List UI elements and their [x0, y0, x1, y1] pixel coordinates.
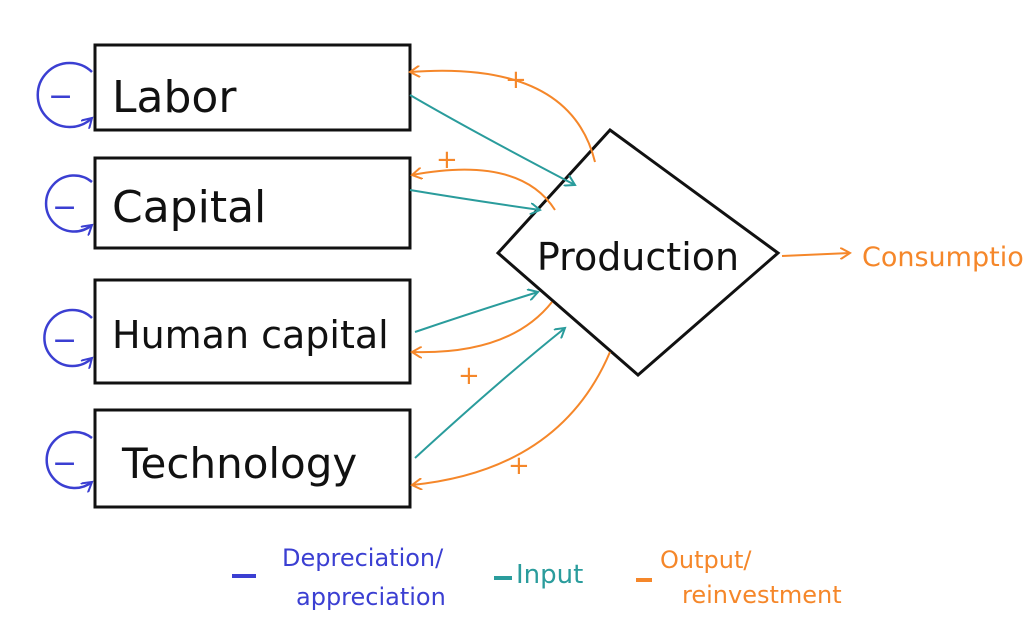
depreciation-loop-capital [44, 174, 92, 232]
consumption-arrow [781, 253, 850, 256]
depreciation-loop-human-capital [43, 308, 92, 366]
label-production: Production [537, 235, 739, 279]
label-technology: Technology [121, 439, 357, 488]
input-arrow-technology [414, 328, 565, 459]
plus-sign-labor: + [505, 65, 527, 95]
minus-sign-human-capital: − [52, 323, 77, 358]
depreciation-loop-labor [36, 61, 92, 127]
minus-sign-labor: − [48, 79, 73, 114]
legend-input: Input [516, 560, 583, 590]
reinvestment-arrow-capital [412, 170, 556, 211]
label-human-capital: Human capital [112, 313, 389, 357]
depreciation-loops [36, 61, 92, 488]
plus-sign-human-capital: + [458, 361, 480, 391]
legend-depreciation-line1: Depreciation/ [282, 544, 444, 572]
legend-swatch-depreciation [232, 574, 256, 578]
node-capital: Capital [93, 156, 412, 250]
legend-output-line2: reinvestment [682, 581, 842, 609]
input-arrows [409, 94, 575, 459]
output-arrows [410, 71, 850, 485]
label-consumption: Consumption [862, 242, 1024, 273]
input-arrow-human-capital [414, 292, 538, 333]
node-labor: Labor [93, 43, 412, 132]
input-arrow-labor [409, 94, 575, 185]
reinvestment-arrow-human-capital [412, 301, 553, 352]
minus-sign-technology: − [52, 446, 77, 481]
node-human-capital: Human capital [93, 278, 412, 385]
minus-sign-capital: − [52, 190, 77, 225]
input-arrow-capital [409, 189, 540, 210]
node-technology: Technology [93, 408, 412, 509]
label-capital: Capital [112, 182, 266, 233]
plus-sign-capital: + [436, 145, 458, 175]
reinvestment-arrow-labor [410, 71, 596, 163]
legend-depreciation-line2: appreciation [296, 583, 446, 611]
legend: Depreciation/ appreciation Input Output/… [232, 544, 842, 611]
label-labor: Labor [112, 72, 237, 123]
legend-swatch-output [636, 578, 652, 582]
reinvestment-arrow-technology [412, 351, 611, 485]
plus-sign-technology: + [508, 451, 530, 481]
legend-swatch-input [494, 576, 512, 580]
depreciation-loop-technology [45, 430, 92, 488]
legend-output-line1: Output/ [660, 546, 752, 574]
